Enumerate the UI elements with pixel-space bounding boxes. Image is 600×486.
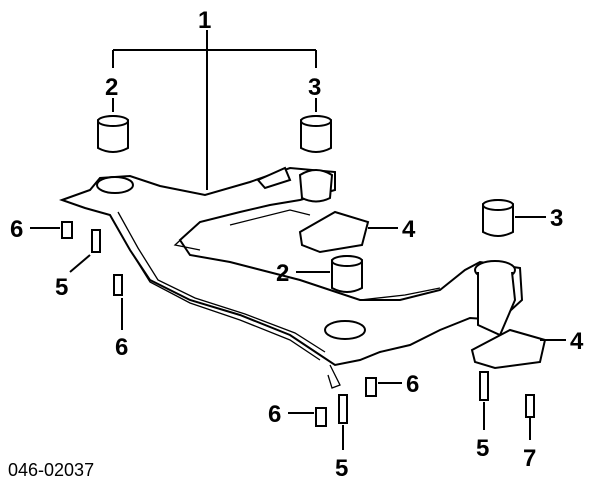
callout-5-bottom: 5 — [335, 455, 348, 482]
callout-6-left: 6 — [10, 216, 23, 243]
callout-5-right: 5 — [476, 435, 489, 462]
bushing-right — [482, 199, 514, 237]
bushing-top-left — [97, 115, 129, 153]
callout-3-top: 3 — [308, 74, 321, 101]
bolts — [61, 221, 535, 427]
callout-5-left: 5 — [55, 274, 68, 301]
callout-6-left-low: 6 — [115, 334, 128, 361]
callout-7: 7 — [523, 445, 536, 472]
callout-6-bottom-right: 6 — [406, 371, 419, 398]
bushing-top-right — [300, 115, 332, 153]
bracket-right — [470, 328, 547, 370]
subframe — [58, 166, 524, 389]
diagram-code: 046-02037 — [8, 460, 94, 480]
callout-2-top: 2 — [105, 74, 118, 101]
callout-4-right: 4 — [570, 328, 584, 355]
callout-2-mid: 2 — [276, 260, 289, 287]
callout-leaders — [30, 216, 566, 450]
callout-1-leaders — [112, 30, 317, 190]
callout-3-right: 3 — [550, 205, 563, 232]
bushing-middle — [331, 255, 363, 293]
callout-6-bottom-left: 6 — [268, 401, 281, 428]
callout-1: 1 — [198, 7, 211, 34]
bracket-mid — [298, 210, 370, 254]
callout-4-mid: 4 — [402, 216, 416, 243]
